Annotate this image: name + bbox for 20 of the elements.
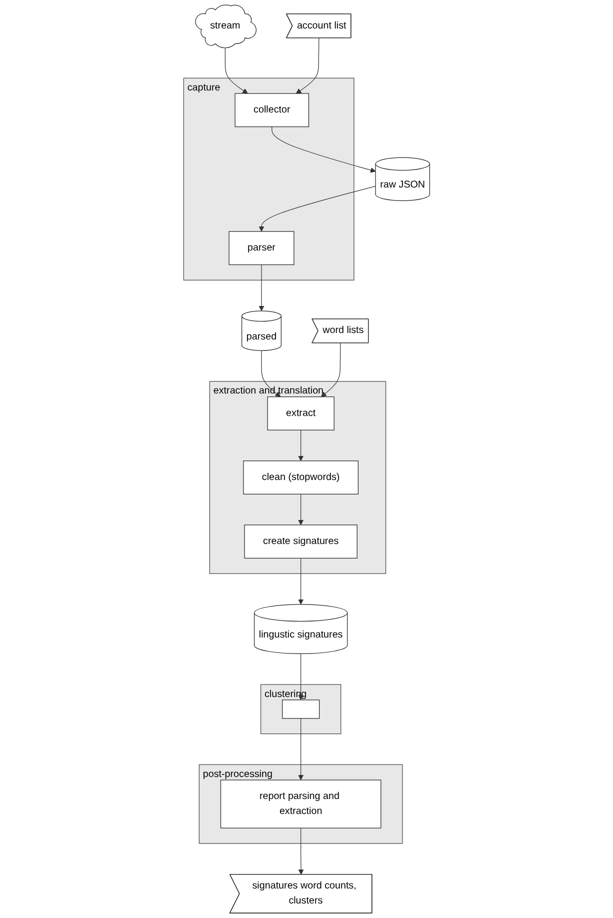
node-box: clean (stopwords) [242,460,358,494]
arrow [298,828,304,875]
arrow [298,494,304,526]
node-box: create signatures [244,524,358,559]
arrow [258,264,264,312]
arrow [261,350,280,398]
arrow [224,46,248,94]
node-box [282,700,320,719]
node-box: parser [228,231,294,266]
arrow [298,430,304,462]
node-box: report parsing and extraction [220,780,382,828]
arrow [298,718,304,780]
arrow [296,38,320,94]
node-box: extract [267,396,334,430]
arrow [258,186,376,232]
node-box: collector [234,93,309,128]
arrow [271,126,376,173]
arrow [320,342,341,398]
arrow [298,558,304,605]
arrow [298,653,304,700]
